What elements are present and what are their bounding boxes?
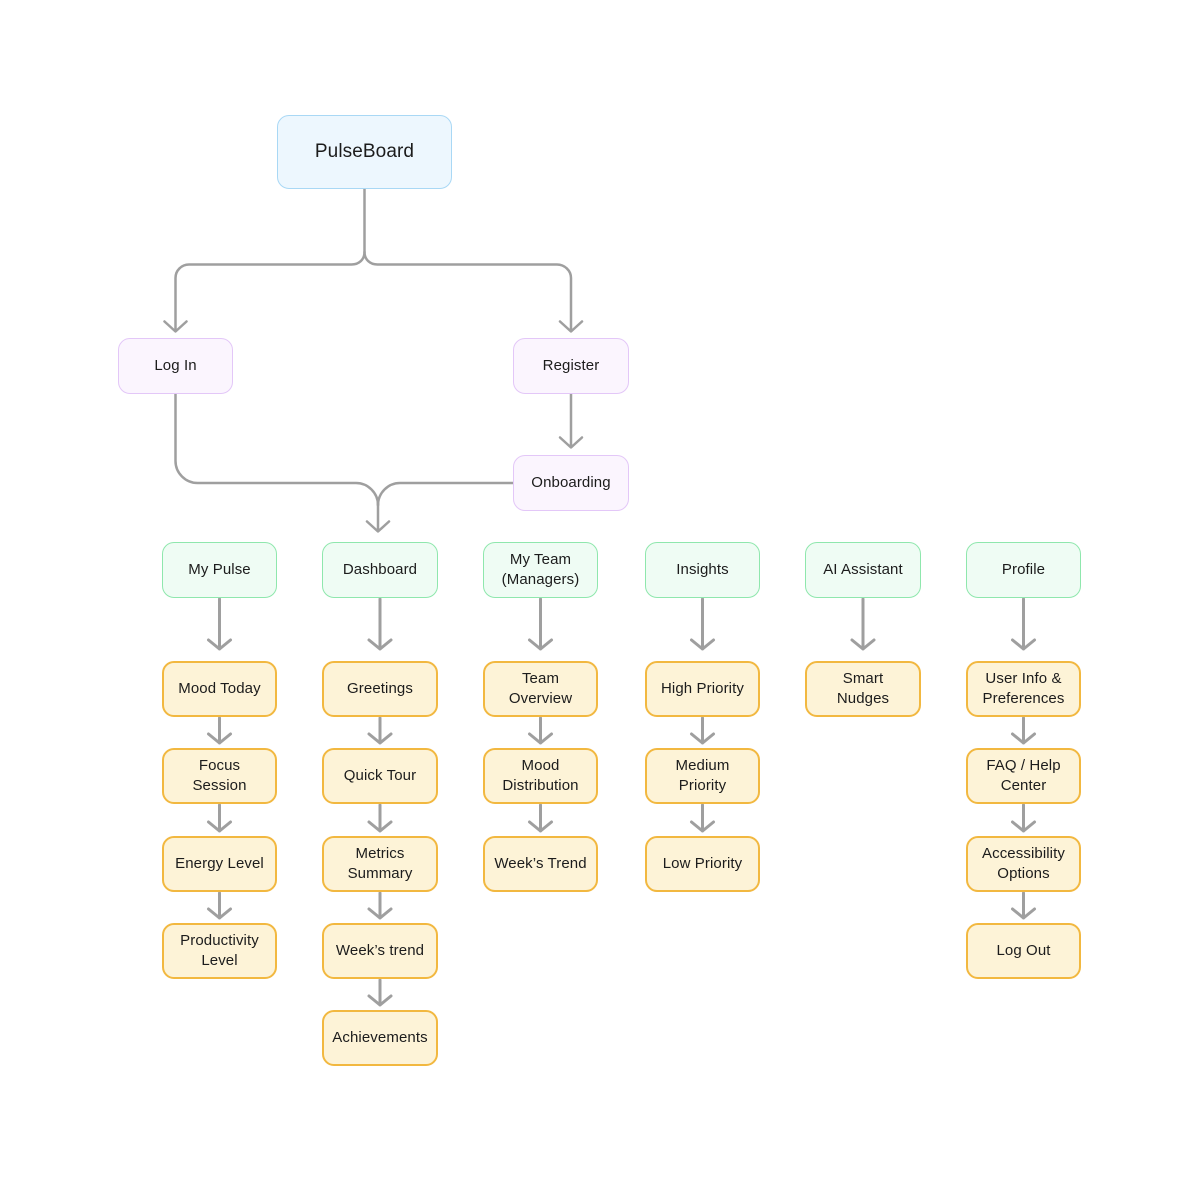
node-leaf-low-priority: Low Priority [645, 836, 760, 892]
node-leaf-productivity-level: Productivity Level [162, 923, 277, 979]
edge-root-login [163, 187, 366, 333]
node-leaf-focus-session: Focus Session [162, 748, 277, 804]
node-leaf-quick-tour: Quick Tour [322, 748, 438, 804]
node-section-my-pulse: My Pulse [162, 542, 277, 598]
node-leaf-weeks-trend-dashboard: Week’s trend [322, 923, 438, 979]
node-leaf-team-overview: Team Overview [483, 661, 598, 717]
node-leaf-greetings: Greetings [322, 661, 438, 717]
node-section-profile: Profile [966, 542, 1081, 598]
node-section-insights: Insights [645, 542, 760, 598]
node-section-dashboard: Dashboard [322, 542, 438, 598]
node-leaf-mood-today: Mood Today [162, 661, 277, 717]
node-section-my-team: My Team (Managers) [483, 542, 598, 598]
node-leaf-user-info-preferences: User Info & Preferences [966, 661, 1081, 717]
node-leaf-faq-help-center: FAQ / Help Center [966, 748, 1081, 804]
node-leaf-log-out: Log Out [966, 923, 1081, 979]
node-leaf-high-priority: High Priority [645, 661, 760, 717]
node-leaf-metrics-summary: Metrics Summary [322, 836, 438, 892]
node-pulseboard: PulseBoard [277, 115, 452, 189]
node-section-ai-assistant: AI Assistant [805, 542, 921, 598]
node-leaf-smart-nudges: Smart Nudges [805, 661, 921, 717]
node-leaf-mood-distribution: Mood Distribution [483, 748, 598, 804]
node-leaf-weeks-trend-team: Week’s Trend [483, 836, 598, 892]
node-register: Register [513, 338, 629, 394]
edge-merge-down [365, 498, 391, 533]
node-onboarding: Onboarding [513, 455, 629, 511]
edge-login-merge [174, 392, 380, 507]
edge-register-onboarding [558, 392, 584, 449]
node-leaf-accessibility-options: Accessibility Options [966, 836, 1081, 892]
edge-onboarding-merge [376, 481, 515, 507]
edge-root-register [363, 250, 584, 333]
node-leaf-achievements: Achievements [322, 1010, 438, 1066]
node-login: Log In [118, 338, 233, 394]
node-leaf-energy-level: Energy Level [162, 836, 277, 892]
node-leaf-medium-priority: Medium Priority [645, 748, 760, 804]
edge-section-arrows [207, 597, 1036, 651]
